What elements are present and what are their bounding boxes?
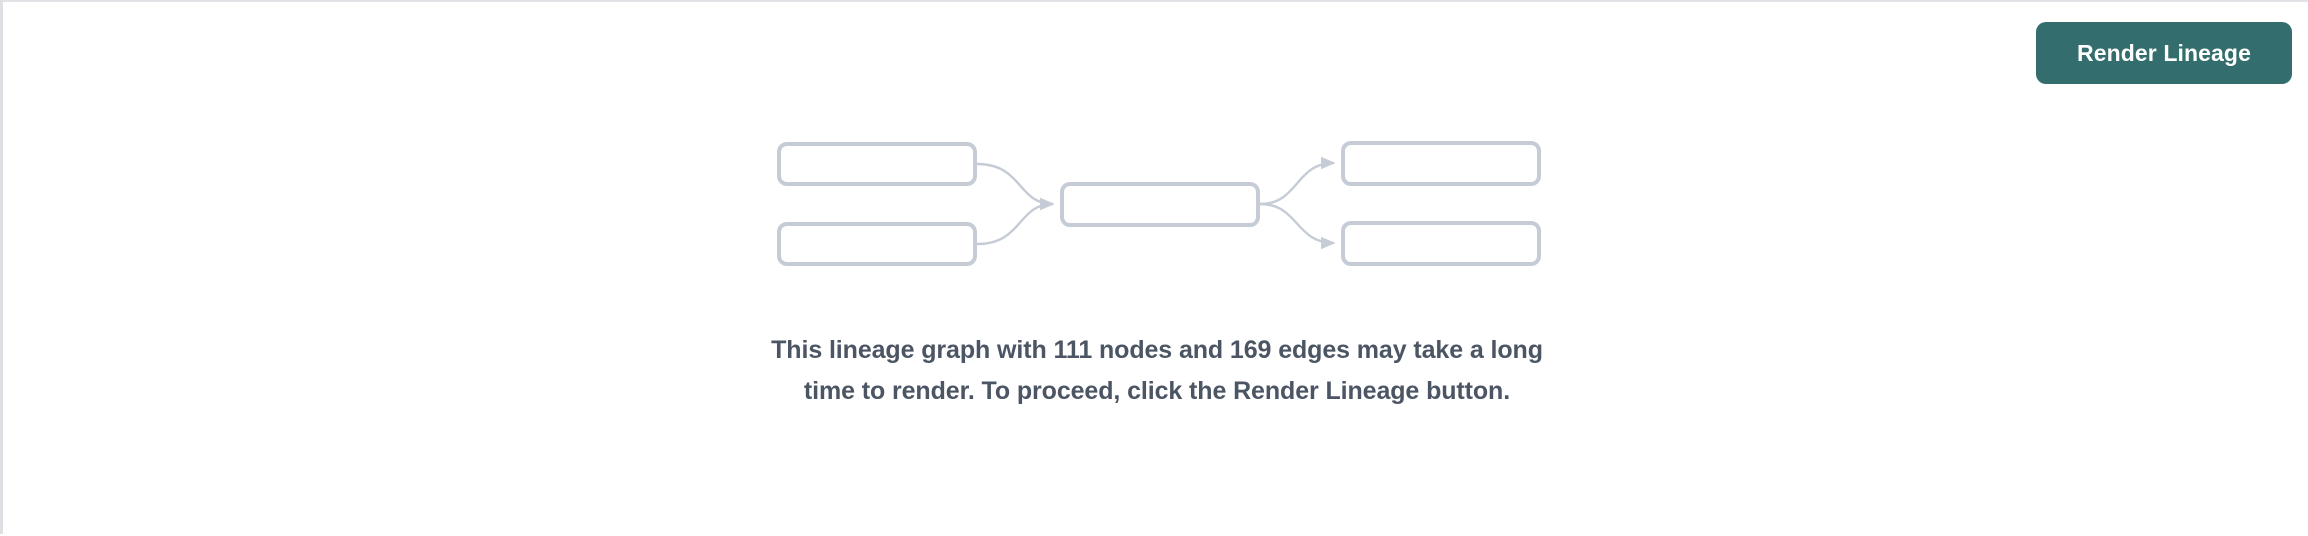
- edge-center-target2: [1259, 202, 1336, 250]
- lineage-node-target-1: [1341, 141, 1541, 186]
- lineage-node-center: [1060, 182, 1260, 227]
- edge-center-target1: [1259, 156, 1336, 206]
- lineage-warning-message: This lineage graph with 111 nodes and 16…: [771, 336, 1543, 405]
- lineage-graph-illustration: [765, 128, 1555, 278]
- lineage-placeholder: This lineage graph with 111 nodes and 16…: [3, 2, 2308, 536]
- lineage-node-source-2: [777, 222, 977, 266]
- lineage-node-target-2: [1341, 221, 1541, 266]
- lineage-edges: [976, 156, 1336, 250]
- lineage-node-source-1: [777, 142, 977, 186]
- edge-source1-center: [976, 162, 1055, 211]
- render-lineage-button[interactable]: Render Lineage: [2036, 22, 2292, 84]
- edge-source2-center: [976, 197, 1055, 246]
